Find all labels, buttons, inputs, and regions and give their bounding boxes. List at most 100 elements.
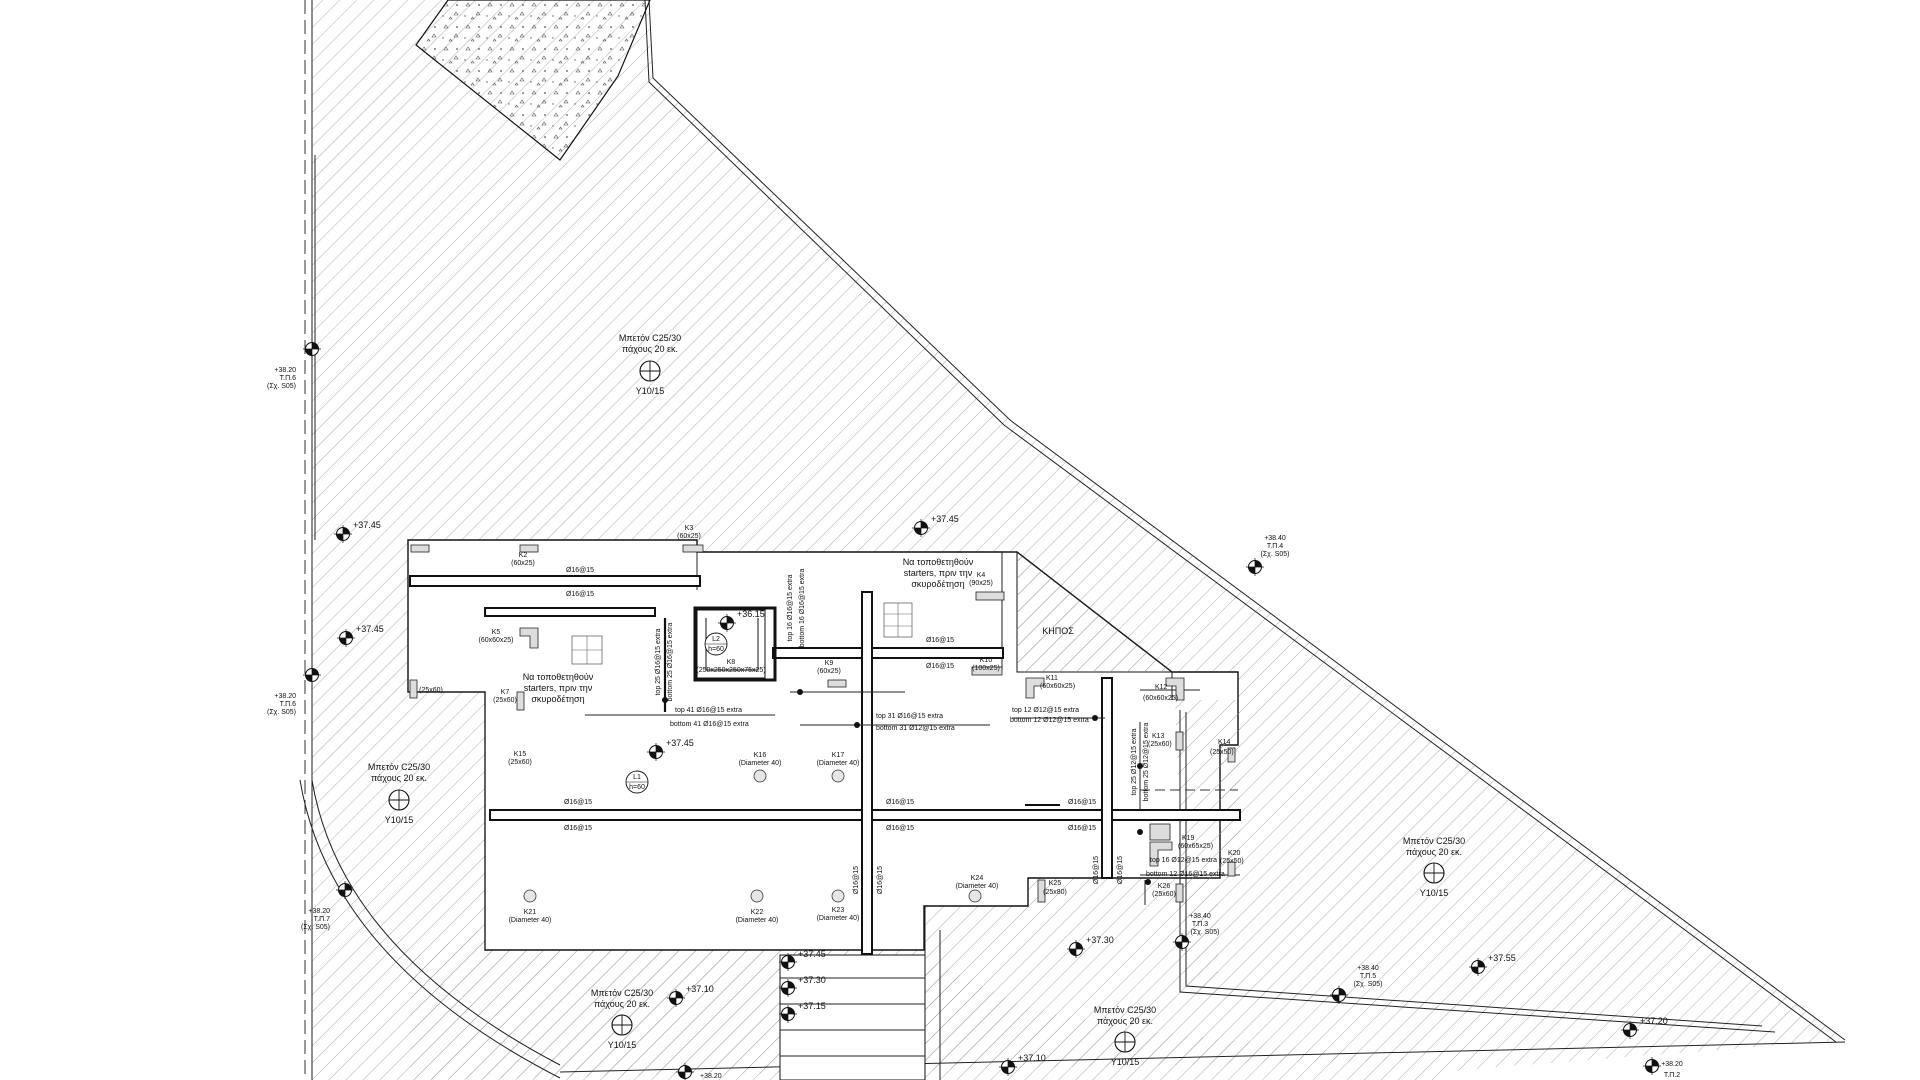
- k22-label: K22: [751, 909, 764, 916]
- slab-note-4-concrete: Μπετόν C25/30: [1094, 1005, 1156, 1015]
- lintel-l2-label: L2: [712, 636, 720, 643]
- starter-note-2-line1: Να τοποθετηθούν: [903, 557, 974, 567]
- k14-size: (25x50): [1210, 749, 1234, 756]
- column-k10: [971, 666, 1003, 676]
- column-labels: K2 (60x25) K3 (60x25) K4 (90x25) K5 (60x…: [419, 525, 1244, 924]
- column-k26: [1175, 883, 1184, 903]
- slab-note-5-thickness: πάχους 20 εκ.: [1406, 847, 1462, 857]
- slab-note-4: Μπετόν C25/30 πάχους 20 εκ. Y10/15: [1094, 1005, 1156, 1067]
- rebar-bottom16: bottom 16 Ø16@15 extra: [799, 569, 806, 648]
- mesh-symbol-2: [388, 789, 410, 811]
- starter-note-1-line3: σκυροδέτηση: [531, 694, 584, 704]
- k2-label: K2: [519, 552, 528, 559]
- column-k23: [831, 889, 845, 903]
- mesh-symbol-5: [1423, 862, 1445, 884]
- gravel-area: [415, 0, 651, 161]
- rebar-top16b: top 16 Ø12@15 extra: [1150, 857, 1217, 864]
- slab-note-5: Μπετόν C25/30 πάχους 20 εκ. Y10/15: [1403, 836, 1465, 898]
- ref-level-tp4: +38.40: [1264, 535, 1286, 542]
- rebar-vbeam1-left: Ø16@15: [853, 866, 860, 894]
- starter-note-2: Να τοποθετηθούν starters, πριν την σκυρο…: [903, 557, 974, 589]
- k16-label: K16: [754, 752, 767, 759]
- column-k4: [975, 591, 1005, 601]
- k23-size: (Diameter 40): [817, 915, 860, 922]
- mesh-symbol-1: [639, 360, 661, 382]
- rebar-bottom12b: bottom 12 Ø16@15 extra: [1146, 871, 1225, 878]
- k2-size: (60x25): [511, 560, 535, 567]
- k26-size: (25x60): [1152, 891, 1176, 898]
- k15-label: K15: [514, 751, 527, 758]
- k9-label: K9: [825, 660, 834, 667]
- ref-tp4-sheet: (Σχ. S05): [1260, 551, 1289, 558]
- level-3715: +37.15: [798, 1001, 826, 1011]
- slab-note-3-mesh: Y10/15: [608, 1040, 637, 1050]
- section-references: +38.20 T.Π.6 (Σχ. S05) +38.20 T.Π.6 (Σχ.…: [267, 339, 1683, 1080]
- k12-size: (60x60x25): [1143, 695, 1178, 702]
- rebar-top25b: top 25 Ø12@15 extra: [1131, 728, 1138, 795]
- lintel-l1-height: h=60: [629, 784, 645, 791]
- ref-level-tp5: +38.40: [1357, 965, 1379, 972]
- k23-label: K23: [832, 907, 845, 914]
- k22-size: (Diameter 40): [736, 917, 779, 924]
- k4-label: K4: [977, 572, 986, 579]
- rebar-bottom25b: bottom 25 Ø12@15 extra: [1143, 723, 1150, 802]
- level-3745-e: +37.45: [798, 949, 826, 959]
- level-3730-b: +37.30: [1086, 935, 1114, 945]
- rebar-top31: top 31 Ø16@15 extra: [876, 713, 943, 720]
- level-3745-a: +37.45: [353, 520, 381, 530]
- beams: [409, 575, 1241, 955]
- slab-note-2-mesh: Y10/15: [385, 815, 414, 825]
- k15-size: (25x60): [508, 759, 532, 766]
- k5-label: K5: [492, 629, 501, 636]
- k21-label: K21: [524, 909, 537, 916]
- slab-note-3-thickness: πάχους 20 εκ.: [594, 999, 650, 1009]
- slab-note-1: Μπετόν C25/30 πάχους 20 εκ. Y10/15: [619, 333, 681, 396]
- level-markers: +37.45 +37.45 +37.45 +36.15 +37.45 +37.4…: [333, 514, 1668, 1077]
- rebar-vbeam1-right: Ø16@15: [877, 866, 884, 894]
- rebar-beam3-top: Ø16@15: [564, 799, 592, 806]
- starter-note-1-line1: Να τοποθετηθούν: [523, 672, 594, 682]
- ref-level-tp6b: +38.20: [274, 693, 296, 700]
- k8-label: K8: [727, 659, 736, 666]
- ref-tp3: T.Π.3: [1192, 921, 1208, 928]
- k13-label: K13: [1152, 733, 1165, 740]
- k21-size: (Diameter 40): [509, 917, 552, 924]
- k17-label: K17: [832, 752, 845, 759]
- ref-tp4: T.Π.4: [1267, 543, 1283, 550]
- starter-note-1-line2: starters, πριν την: [524, 683, 593, 693]
- k3-label: K3: [685, 525, 694, 532]
- rebar-bottom25: bottom 25 Ø16@15 extra: [667, 623, 674, 702]
- level-3755: +37.55: [1488, 953, 1516, 963]
- ref-tp5: T.Π.5: [1360, 973, 1376, 980]
- k24-label: K24: [971, 875, 984, 882]
- k10-size: (100x25): [972, 665, 1000, 672]
- rebar-beam4-bottom: Ø16@15: [886, 825, 914, 832]
- ref-tp6b: T.Π.6: [280, 701, 296, 708]
- k5-size: (60x60x25): [478, 637, 513, 644]
- level-3730-a: +37.30: [798, 975, 826, 985]
- building-footprint: [407, 539, 1776, 1033]
- lintel-l1-label: L1: [633, 774, 641, 781]
- ref-tp3-sheet: (Σχ. S05): [1190, 929, 1219, 936]
- ref-tp2: T.Π.2: [1664, 1072, 1680, 1079]
- k19-size: (60x65x25): [1178, 843, 1213, 850]
- k16-size: (Diameter 40): [739, 760, 782, 767]
- rectangular-columns: [409, 544, 1236, 903]
- rebar-beam2-bottom: Ø16@15: [926, 663, 954, 670]
- lintel-l2-height: h=60: [708, 646, 724, 653]
- starter-note-2-line3: σκυροδέτηση: [911, 579, 964, 589]
- slab-note-2-thickness: πάχους 20 εκ.: [371, 773, 427, 783]
- ref-tp6-sheet: (Σχ. S05): [267, 383, 296, 390]
- rebar-vbeam2-right: Ø16@15: [1117, 856, 1124, 884]
- slab-note-5-concrete: Μπετόν C25/30: [1403, 836, 1465, 846]
- column-k5: [519, 627, 539, 649]
- circular-columns: [523, 769, 982, 903]
- column-k7: [516, 691, 525, 711]
- level-3710-a: +37.10: [686, 984, 714, 994]
- column-k17: [831, 769, 845, 783]
- rebar-bottom31: bottom 31 Ø12@15 extra: [876, 725, 955, 732]
- k11-label: K11: [1046, 675, 1058, 682]
- ref-level-tp6: +38.20: [274, 367, 296, 374]
- rebar-top12: top 12 Ø12@15 extra: [1012, 707, 1079, 714]
- rebar-beam5-top: Ø16@15: [1068, 799, 1096, 806]
